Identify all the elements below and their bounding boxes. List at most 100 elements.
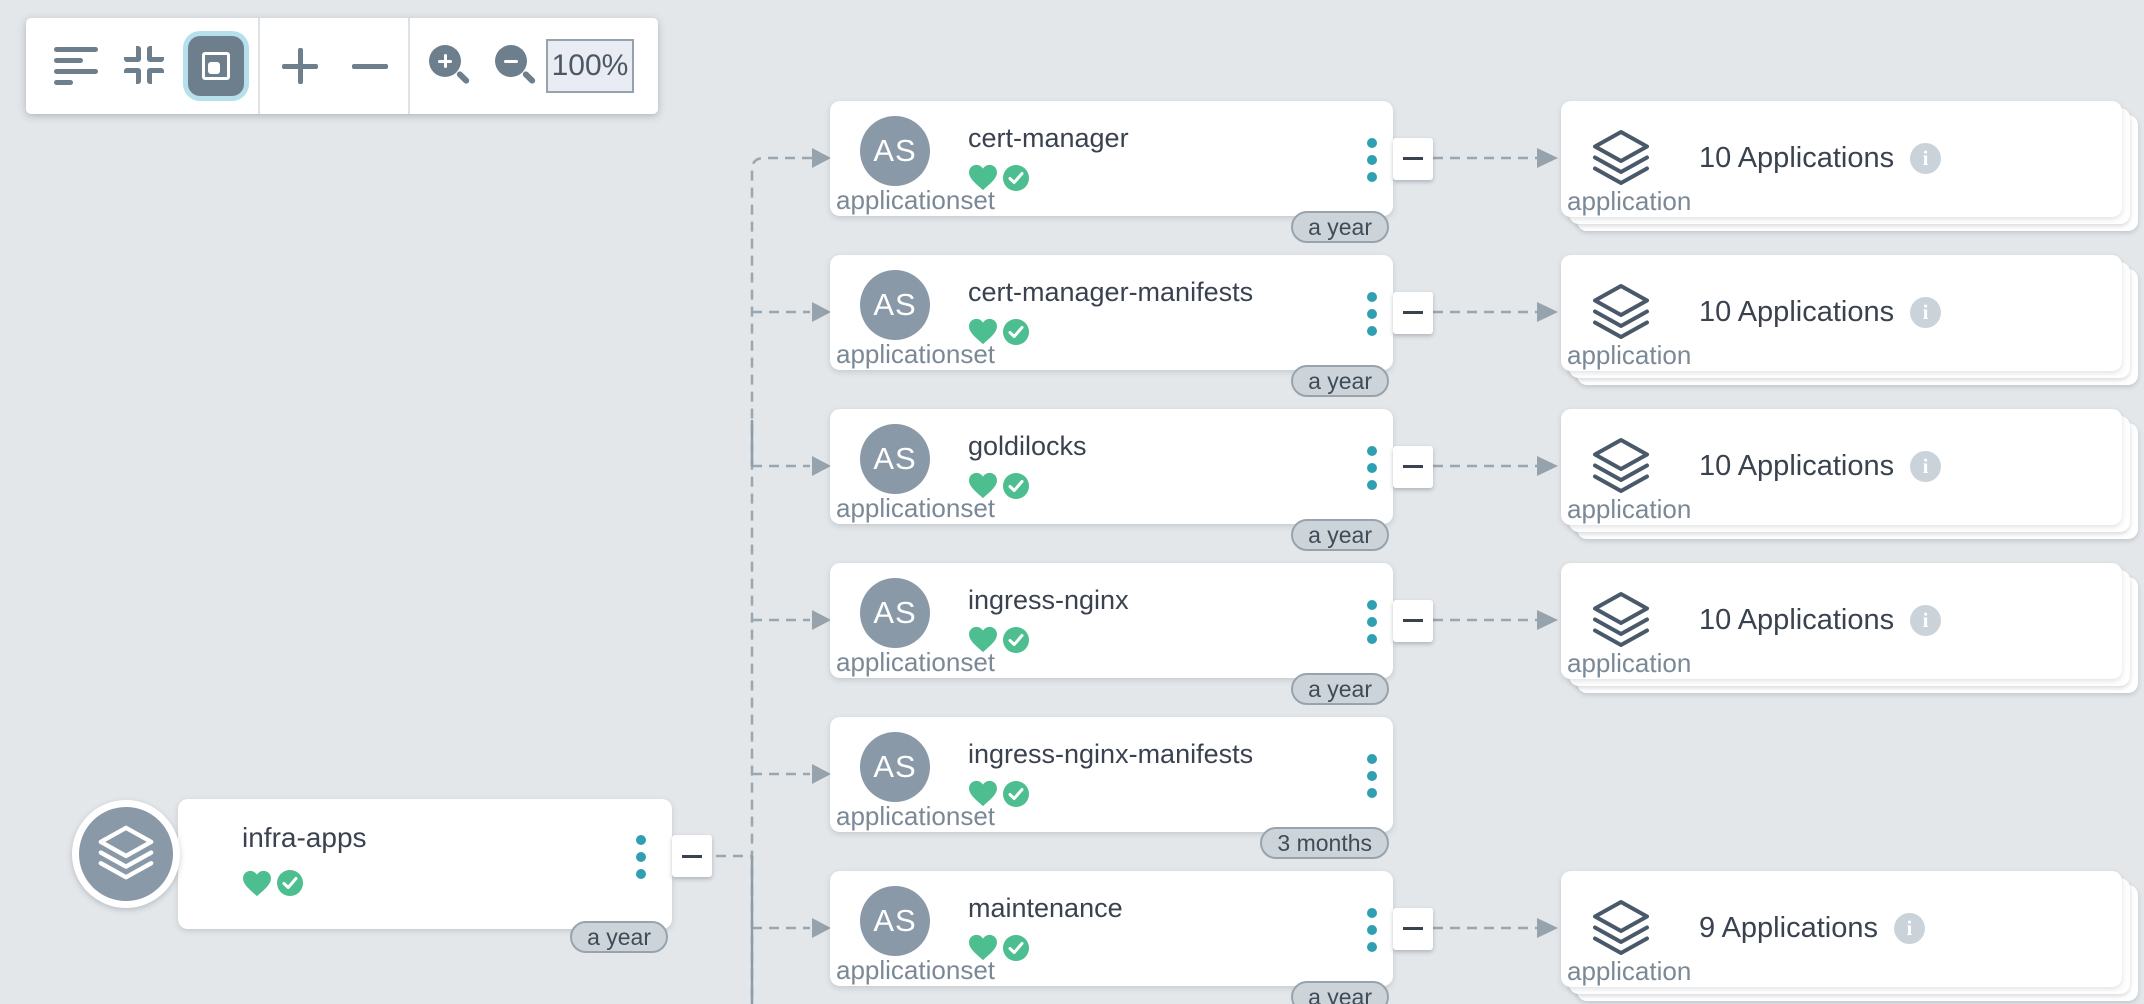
node-menu-ellipsis[interactable] [1367, 445, 1377, 497]
applicationset-node[interactable]: AS ingress-nginx applicationset a year [830, 562, 1393, 705]
collapse-children-button[interactable] [1393, 291, 1433, 334]
applicationset-row: AS cert-manager-manifests applicationset… [0, 254, 2144, 397]
edge [1537, 148, 1558, 168]
node-menu-ellipsis[interactable] [1367, 753, 1377, 805]
node-title: maintenance [968, 892, 1123, 923]
application-group-node[interactable]: 10 Applications i application [1561, 100, 2138, 231]
applications-count-label: 10 Applications [1699, 450, 1895, 482]
applicationset-node[interactable]: AS cert-manager applicationset a year [830, 100, 1393, 243]
application-group-node[interactable]: 10 Applications i application [1561, 254, 2138, 385]
avatar-label: AS [873, 132, 917, 168]
magnifier-plus-icon[interactable] [428, 44, 472, 88]
applicationset-row: AS ingress-nginx applicationset a year [0, 562, 2144, 705]
fit-selection-button[interactable] [188, 36, 244, 96]
edge [1537, 456, 1558, 476]
application-group-node[interactable]: 10 Applications i application [1561, 408, 2138, 539]
zoom-in-plus-icon[interactable] [278, 44, 322, 88]
applicationset-node[interactable]: AS maintenance applicationset a year [830, 870, 1393, 1004]
fit-selection-icon [202, 52, 230, 80]
age-badge: a year [1291, 980, 1389, 1004]
status-icons [968, 318, 1030, 346]
compress-icon[interactable] [124, 46, 164, 84]
node-title: infra-apps [242, 822, 367, 853]
info-icon[interactable]: i [1910, 605, 1942, 636]
edge [1537, 302, 1558, 322]
application-node-infra-apps[interactable]: infra-apps a year [72, 799, 672, 953]
layer-group-icon [1593, 591, 1649, 647]
info-icon[interactable]: i [1910, 297, 1942, 328]
node-menu-ellipsis[interactable] [636, 835, 646, 886]
node-title: goldilocks [968, 430, 1087, 461]
group-main: 10 Applications i [1699, 409, 1942, 525]
application-group-card[interactable]: 10 Applications i application [1561, 100, 2122, 217]
edge [812, 918, 831, 938]
avatar-label: AS [873, 594, 917, 630]
healthy-heart-icon [969, 318, 997, 345]
application-group-card[interactable]: 9 Applications i application [1561, 870, 2122, 987]
info-icon[interactable]: i [1893, 913, 1925, 944]
info-icon[interactable]: i [1910, 451, 1942, 482]
applicationset-row: AS maintenance applicationset a year [0, 870, 2144, 1004]
applicationset-row: AS goldilocks applicationset a year [0, 408, 2144, 551]
application-group-card[interactable]: 10 Applications i application [1561, 254, 2122, 371]
application-group-node[interactable]: 9 Applications i application [1561, 870, 2138, 1001]
group-main: 10 Applications i [1699, 563, 1942, 679]
node-menu-ellipsis[interactable] [1367, 137, 1377, 189]
toolbar-divider [258, 18, 260, 114]
status-icons [968, 780, 1030, 808]
healthy-heart-icon [969, 780, 997, 807]
layout-list-icon[interactable] [54, 47, 100, 91]
node-kind-label: applicationset [836, 492, 995, 523]
applicationset-avatar: AS [860, 731, 930, 802]
node-menu-ellipsis[interactable] [1367, 907, 1377, 959]
edge [812, 764, 831, 784]
node-title: ingress-nginx [968, 584, 1129, 615]
layer-group-icon [1593, 283, 1649, 339]
age-badge: 3 months [1260, 826, 1389, 859]
collapse-children-button[interactable] [1393, 599, 1433, 642]
toolbar-divider [408, 18, 410, 114]
zoom-out-minus-icon[interactable] [348, 44, 392, 88]
synced-check-icon [1003, 318, 1029, 345]
node-kind-label: applicationset [836, 338, 995, 369]
healthy-heart-icon [969, 164, 997, 191]
zoom-level-input[interactable] [546, 39, 634, 93]
synced-check-icon [1003, 626, 1029, 653]
applicationset-node[interactable]: AS ingress-nginx-manifests applicationse… [830, 716, 1393, 859]
status-icons [968, 472, 1030, 500]
healthy-heart-icon [243, 870, 271, 896]
applicationset-avatar: AS [860, 115, 930, 186]
application-group-card[interactable]: 10 Applications i application [1561, 408, 2122, 525]
applications-count-label: 10 Applications [1699, 142, 1895, 174]
age-badge: a year [1291, 210, 1389, 243]
node-kind-label: application [1567, 955, 1692, 986]
applicationset-avatar: AS [860, 577, 930, 648]
application-group-node[interactable]: 10 Applications i application [1561, 562, 2138, 693]
collapse-children-button[interactable] [1393, 137, 1433, 180]
node-kind-label: application [1567, 339, 1692, 370]
applicationset-node[interactable]: AS goldilocks applicationset a year [830, 408, 1393, 551]
layer-group-icon [1593, 899, 1649, 955]
synced-check-icon [1003, 472, 1029, 499]
synced-check-icon [1003, 934, 1029, 961]
healthy-heart-icon [969, 626, 997, 653]
applications-count-label: 9 Applications [1699, 912, 1878, 944]
node-menu-ellipsis[interactable] [1367, 291, 1377, 343]
node-menu-ellipsis[interactable] [1367, 599, 1377, 651]
status-icons [968, 934, 1030, 962]
node-kind-label: application [1567, 493, 1692, 524]
healthy-heart-icon [969, 934, 997, 961]
group-main: 9 Applications i [1699, 871, 1925, 987]
collapse-children-button[interactable] [1393, 907, 1433, 950]
magnifier-minus-icon[interactable] [494, 44, 538, 88]
info-icon[interactable]: i [1910, 143, 1942, 174]
applicationset-node[interactable]: AS cert-manager-manifests applicationset… [830, 254, 1393, 397]
collapse-children-button[interactable] [1393, 445, 1433, 488]
application-avatar [72, 800, 180, 908]
collapse-children-button[interactable] [672, 835, 712, 877]
avatar-label: AS [873, 286, 917, 322]
node-kind-label: applicationset [836, 184, 995, 215]
application-group-card[interactable]: 10 Applications i application [1561, 562, 2122, 679]
group-main: 10 Applications i [1699, 255, 1942, 371]
